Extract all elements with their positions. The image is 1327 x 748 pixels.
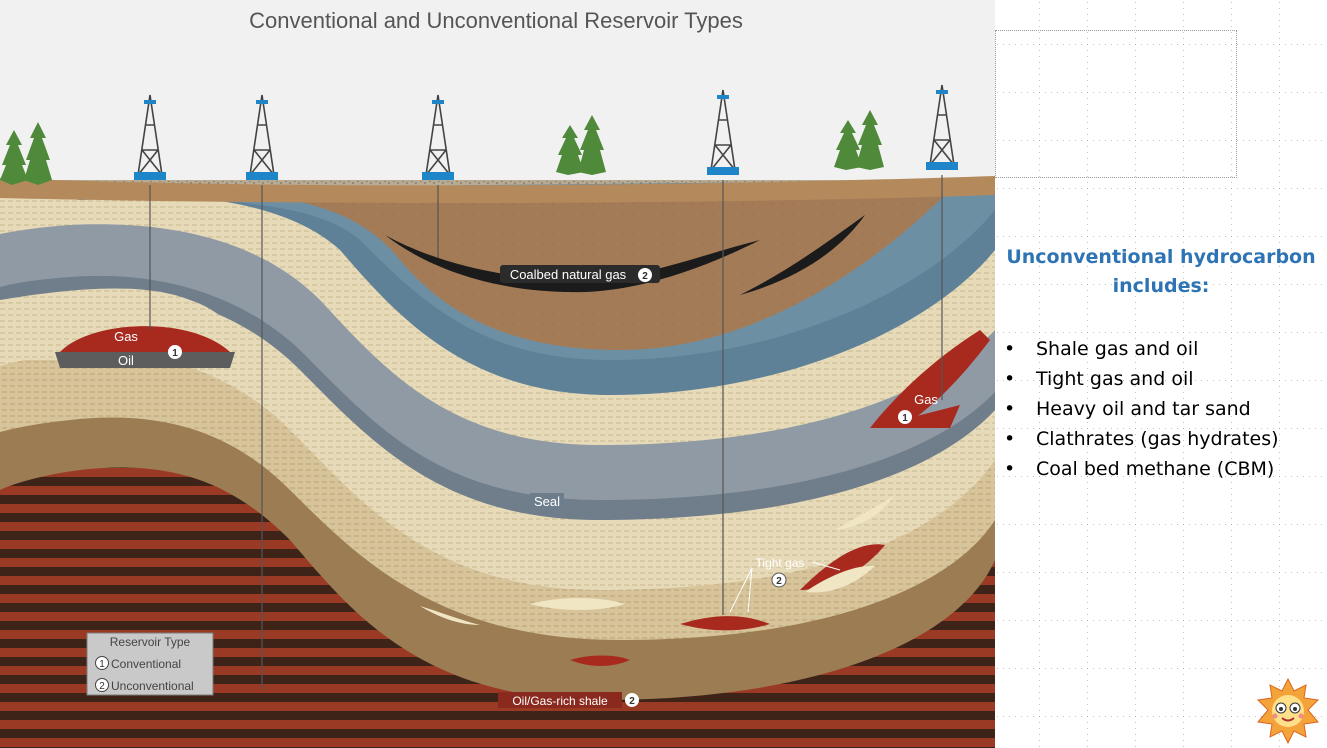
list-item: •Coal bed methane (CBM) xyxy=(1004,454,1279,484)
coalbed-label: Coalbed natural gas xyxy=(510,267,627,282)
unconventional-heading: Unconventional hydrocarbon includes: xyxy=(1006,246,1316,297)
gas-label-right: Gas xyxy=(914,392,938,407)
tight-gas-label: Tight gas xyxy=(756,556,805,570)
reservoir-diagram: Conventional and Unconventional Reservoi… xyxy=(0,0,995,748)
shale-label: Oil/Gas-rich shale xyxy=(512,694,608,708)
list-item: •Shale gas and oil xyxy=(1004,334,1279,364)
oil-label-left: Oil xyxy=(118,353,134,368)
legend-num-one: 1 xyxy=(99,659,105,670)
legend-unconventional: Unconventional xyxy=(111,679,194,693)
legend-title: Reservoir Type xyxy=(110,635,191,649)
hydrocarbon-list: •Shale gas and oil •Tight gas and oil •H… xyxy=(1004,334,1279,484)
tree-icon xyxy=(0,110,884,185)
marker-two: 2 xyxy=(642,271,648,282)
legend-num-two: 2 xyxy=(99,681,105,692)
reservoir-legend: Reservoir Type 1 Conventional 2 Unconven… xyxy=(86,632,214,696)
bullet-icon: • xyxy=(1004,428,1016,450)
marker-two: 2 xyxy=(629,696,635,707)
bullet-icon: • xyxy=(1004,458,1016,480)
bullet-icon: • xyxy=(1004,368,1016,390)
empty-text-placeholder[interactable] xyxy=(995,30,1237,178)
gas-trap-right xyxy=(870,330,990,428)
legend-conventional: Conventional xyxy=(111,657,181,671)
gas-trap-left xyxy=(60,326,230,352)
marker-one: 1 xyxy=(902,413,908,424)
list-item: •Heavy oil and tar sand xyxy=(1004,394,1279,424)
coalbed-seam xyxy=(385,235,760,293)
sun-mascot-icon[interactable] xyxy=(1255,678,1321,744)
bullet-icon: • xyxy=(1004,338,1016,360)
seal-label: Seal xyxy=(534,494,560,509)
marker-one: 1 xyxy=(172,348,178,359)
oil-layer-left xyxy=(55,352,235,368)
list-item: •Tight gas and oil xyxy=(1004,364,1279,394)
derrick-icon xyxy=(134,84,958,180)
bullet-icon: • xyxy=(1004,398,1016,420)
list-item: •Clathrates (gas hydrates) xyxy=(1004,424,1279,454)
diagram-title: Conventional and Unconventional Reservoi… xyxy=(249,8,743,33)
marker-two: 2 xyxy=(776,576,782,587)
gas-label-left: Gas xyxy=(114,329,138,344)
